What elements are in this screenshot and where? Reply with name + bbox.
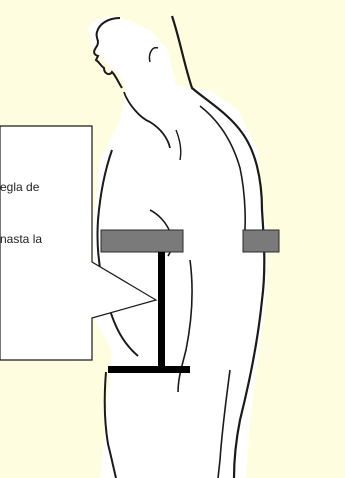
neck-front-line [123, 91, 171, 149]
horizontal-measure-bar [108, 366, 190, 373]
arm-crease [175, 129, 182, 161]
thigh-outline [217, 369, 231, 478]
callout-text-line-1: egla de [0, 180, 40, 194]
abdomen-outline [177, 259, 193, 393]
ruler-right-segment [242, 229, 280, 253]
hip-outline [103, 371, 117, 478]
callout-text-line-2: nasta la [0, 232, 43, 246]
callout-box [0, 125, 158, 361]
chest-outline [96, 149, 139, 357]
shoulder-line [199, 105, 246, 247]
ear-line [148, 46, 159, 63]
ruler-left-segment [100, 229, 184, 253]
back-outline [170, 15, 266, 478]
head-outline [93, 17, 123, 89]
vertical-measure-bar [158, 252, 165, 372]
